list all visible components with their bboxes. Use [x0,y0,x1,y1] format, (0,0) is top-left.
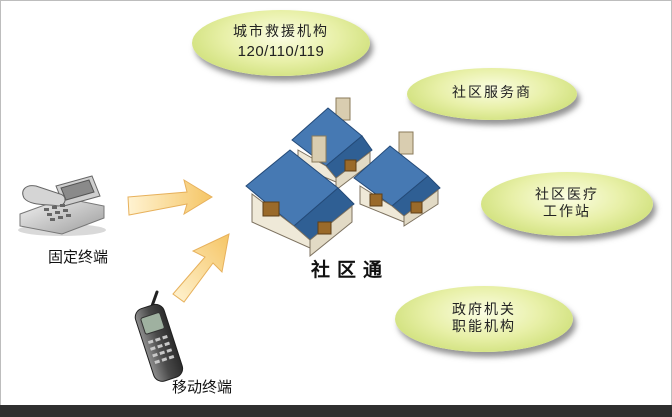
node-government-line1: 政府机关 [452,301,516,318]
fixed-terminal-label: 固定终端 [48,248,109,266]
node-community-medical: 社区医疗 工作站 [481,172,653,236]
node-government-line2: 职能机构 [452,319,516,335]
node-city-rescue: 城市救援机构 120/110/119 [192,10,370,76]
bottom-bar [0,405,672,417]
mobile-phone-icon [134,290,184,382]
node-government: 政府机关 职能机构 [395,286,573,352]
center-label: 社区通 [311,259,390,281]
node-community-services-title: 社区服务商 [452,85,532,102]
node-community-medical-line1: 社区医疗 [535,186,599,203]
node-community-services: 社区服务商 [407,68,577,120]
mobile-terminal-label: 移动终端 [172,378,233,396]
arrow-icon [127,178,213,216]
node-city-rescue-numbers: 120/110/119 [237,43,325,61]
node-city-rescue-title: 城市救援机构 [233,23,329,40]
node-community-medical-line2: 工作站 [543,204,591,220]
houses-icon [245,97,441,258]
desk-phone-icon [18,175,106,236]
arrow-icon [172,233,230,303]
